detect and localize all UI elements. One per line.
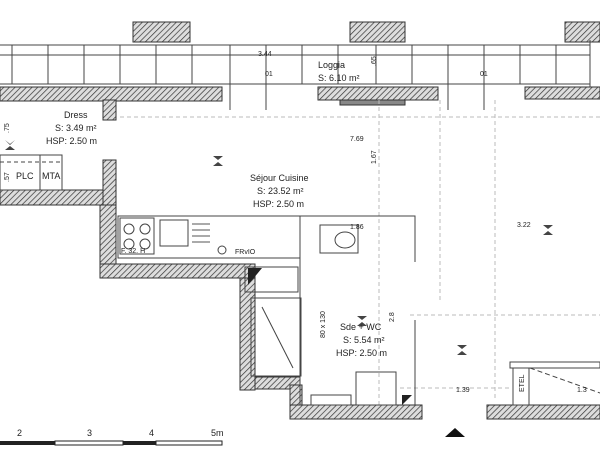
fridge-label: FRvIO	[235, 249, 256, 256]
scale-tick-5m: 5m	[211, 428, 224, 438]
dress-name: Dress	[64, 110, 88, 120]
stair-dim: 1.3	[577, 387, 587, 394]
scale-tick-2: 2	[17, 428, 22, 438]
kitchen-appliances-label: F. 32. H	[121, 248, 145, 255]
sejour-depth-dim: 1.67	[371, 150, 378, 164]
scale-tick-3: 3	[87, 428, 92, 438]
bathroom-name: Sde + WC	[340, 322, 382, 332]
bathroom-height: HSP: 2.50 m	[336, 348, 387, 358]
bathroom-width-dim: 1.86	[350, 224, 364, 231]
sejour-right-dim: 3.22	[517, 222, 531, 229]
washbasin	[355, 371, 397, 406]
entry-dim: 1.39	[456, 387, 470, 394]
mta-label: MTA	[42, 171, 60, 181]
washing-machine	[244, 266, 299, 293]
bathroom-area: S: 5.54 m²	[343, 335, 385, 345]
sejour-height: HSP: 2.50 m	[253, 199, 304, 209]
towel-dryer	[310, 394, 352, 406]
toilet	[319, 224, 359, 254]
loggia-depth-dim: .65	[371, 56, 378, 66]
bathroom-length-dim: 2.8	[389, 312, 396, 322]
loggia-railing	[0, 40, 591, 110]
loggia-name: Loggia	[318, 60, 345, 70]
cooktop	[119, 217, 155, 255]
shower-size: 80 x 130	[320, 311, 327, 338]
etel-label: ETEL	[519, 374, 526, 392]
bathroom	[244, 215, 416, 406]
sejour-area: S: 23.52 m²	[257, 186, 304, 196]
dress-dim: .75	[4, 123, 11, 133]
kitchen-counter	[117, 215, 301, 259]
scale-bar: 2 3 4 5m	[0, 428, 224, 446]
exterior-walls	[0, 21, 600, 420]
sejour-name: Séjour Cuisine	[250, 173, 309, 183]
light-fixture-icons	[5, 140, 553, 355]
loggia-window-right: 01	[480, 71, 488, 78]
dress-dim2: .57	[4, 172, 11, 182]
dress-height: HSP: 2.50 m	[46, 136, 97, 146]
scale-tick-4: 4	[149, 428, 154, 438]
entrance-arrow-icon	[445, 428, 465, 437]
entry-area	[445, 361, 600, 437]
dress-room	[0, 154, 63, 191]
dashed-guides	[120, 100, 600, 405]
plc-label: PLC	[16, 171, 34, 181]
dress-area: S: 3.49 m²	[55, 123, 97, 133]
loggia-window-left: 01	[265, 71, 273, 78]
sejour-length-dim: 7.69	[350, 136, 364, 143]
radiator	[339, 99, 406, 106]
sink	[159, 219, 189, 247]
loggia-width-dim: 3.44	[258, 51, 272, 58]
shower	[250, 297, 302, 377]
loggia-area: S: 6.10 m²	[318, 73, 360, 83]
